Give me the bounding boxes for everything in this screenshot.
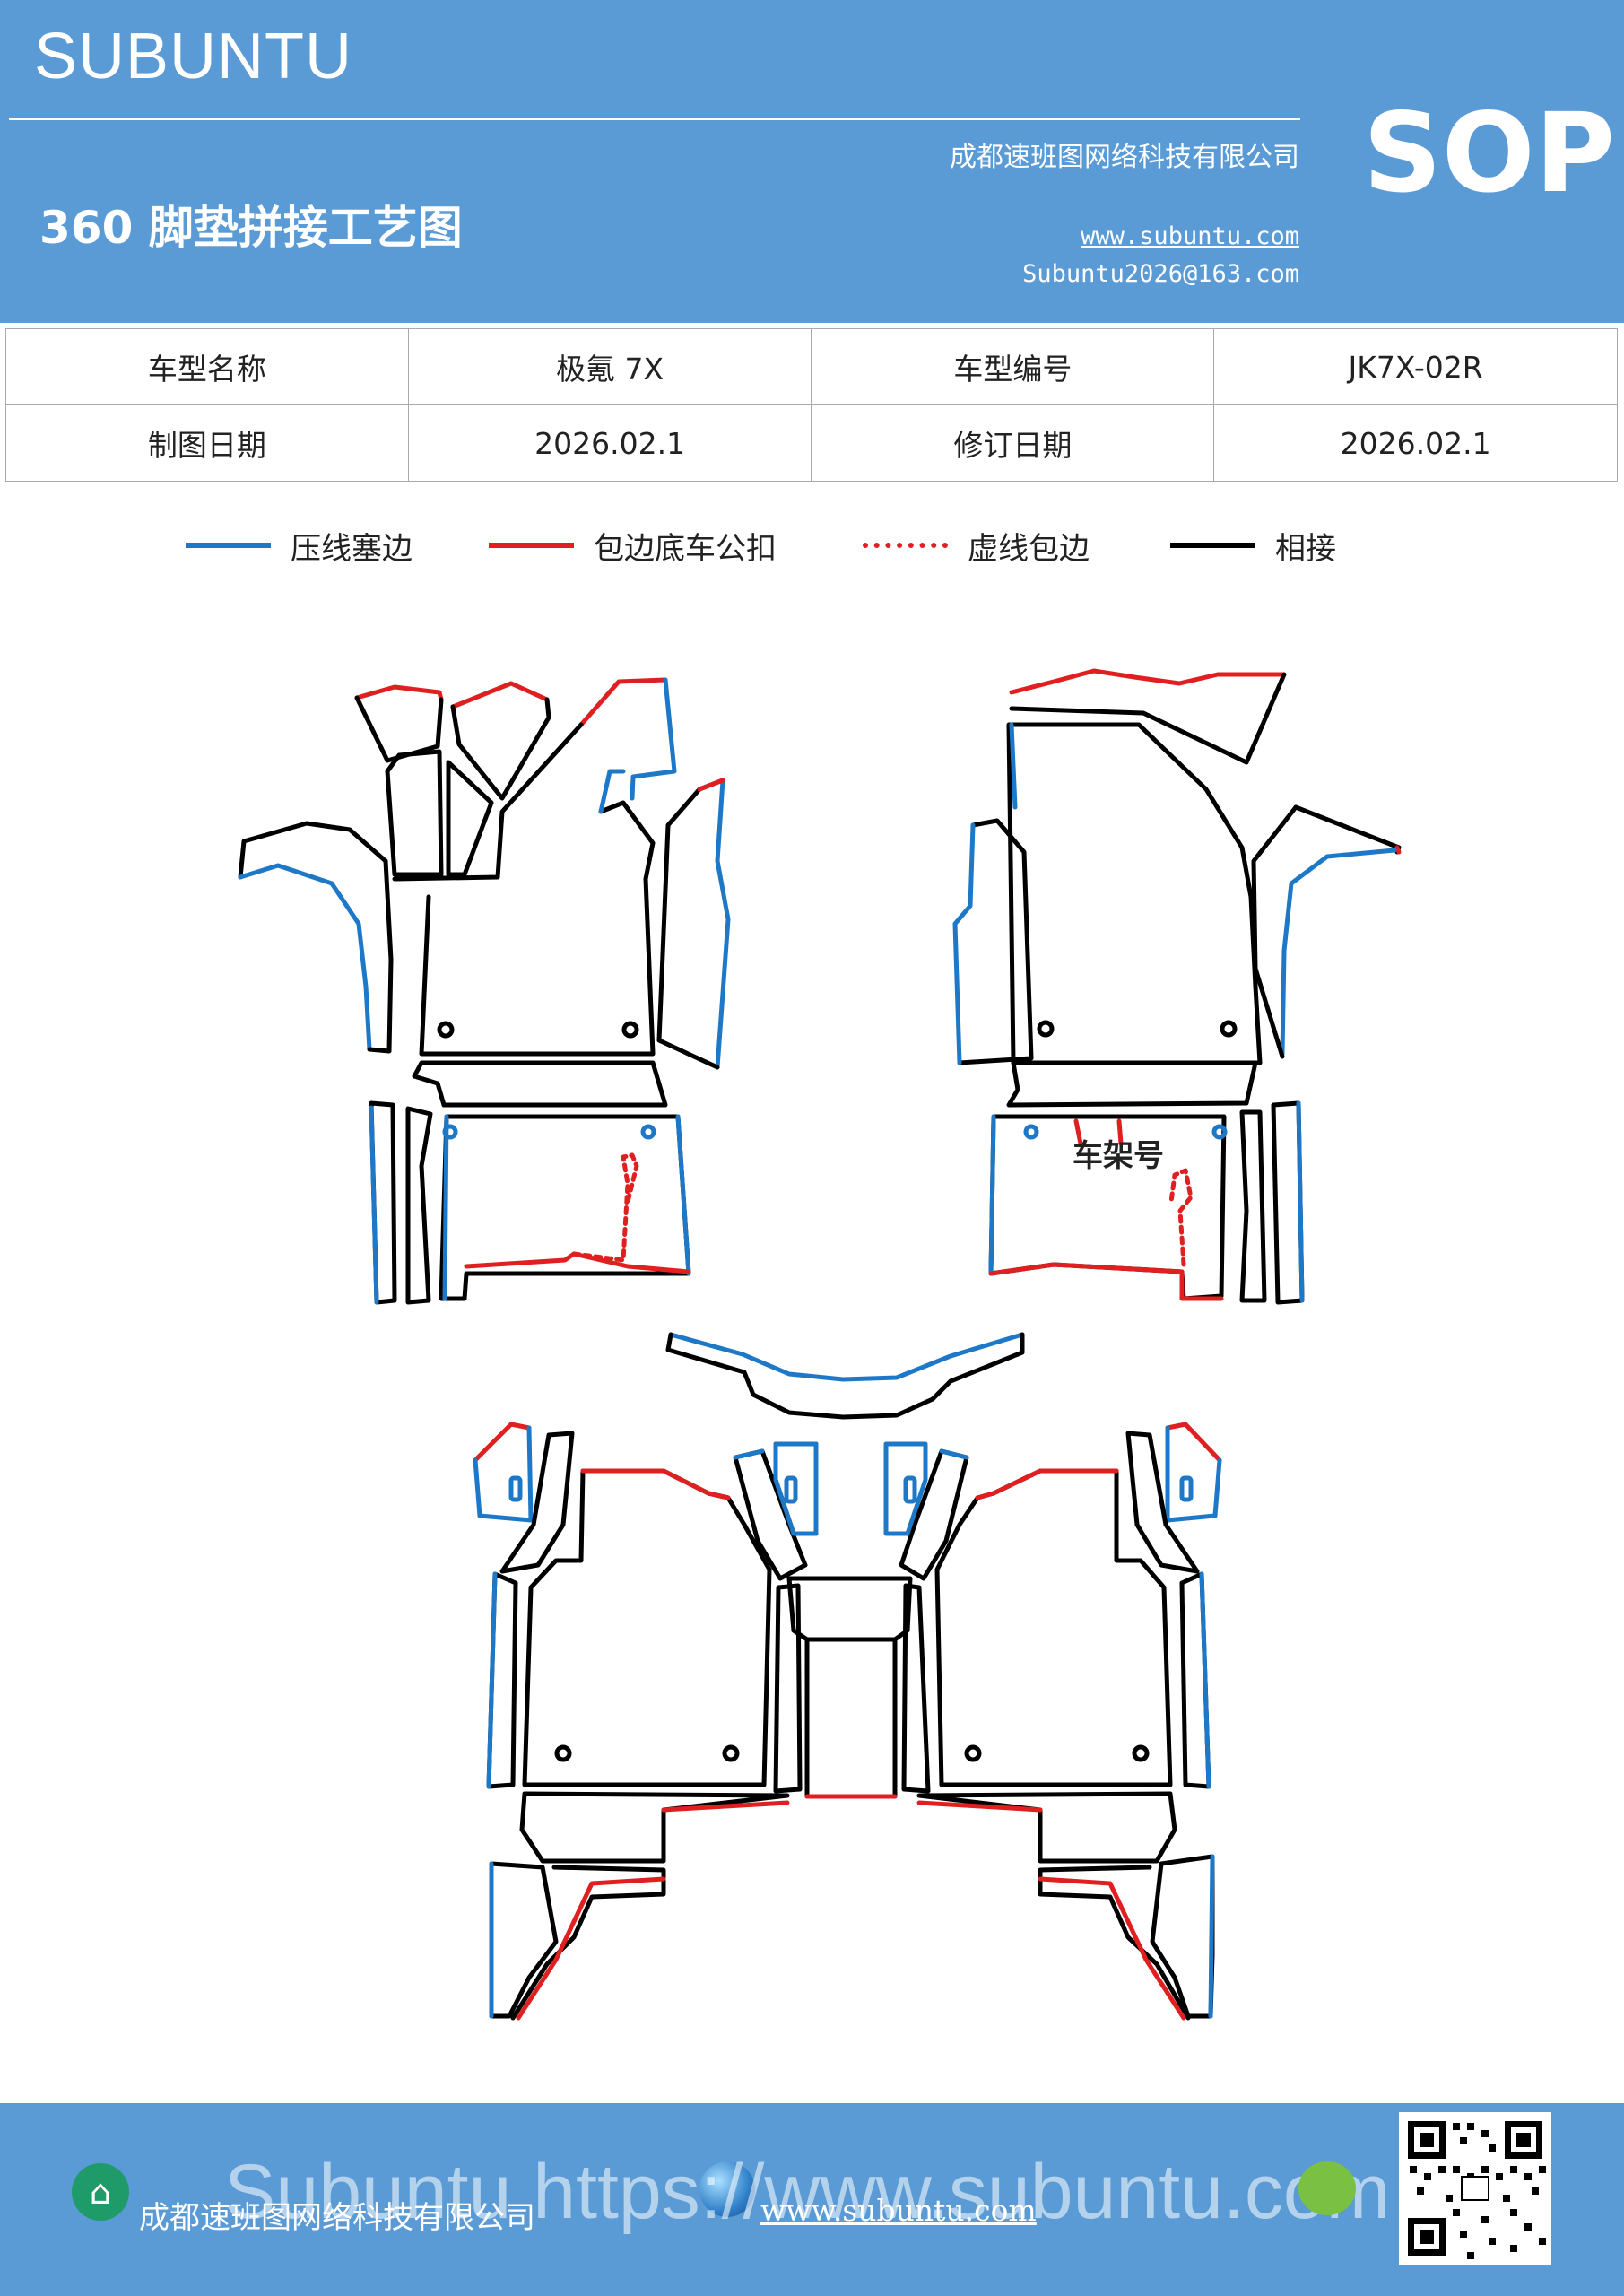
info-table: 车型名称 极氪 7X 车型编号 JK7X-02R 制图日期 2026.02.1 … bbox=[5, 328, 1618, 482]
page-title: 360 脚垫拼接工艺图 bbox=[39, 202, 463, 254]
front-left-mat-group bbox=[238, 677, 731, 1305]
legend-label: 虚线包边 bbox=[968, 530, 1090, 567]
brand-logo: SUBUNTU bbox=[34, 21, 353, 92]
rear-left-mat-group bbox=[473, 1422, 819, 2021]
center-arc-piece bbox=[665, 1332, 1025, 1420]
legend: 压线塞边 包边底车公扣 虚线包边 相接 bbox=[0, 518, 1624, 572]
legend-label: 压线塞边 bbox=[291, 530, 413, 567]
email-link[interactable]: Subuntu2026@163.com bbox=[1022, 260, 1299, 288]
legend-label: 包边底车公扣 bbox=[594, 530, 777, 567]
model-name-label: 车型名称 bbox=[5, 328, 409, 405]
wechat-icon bbox=[1298, 2161, 1356, 2215]
legend-swatch bbox=[186, 543, 271, 548]
legend-item-blue: 压线塞边 bbox=[186, 518, 413, 572]
globe-icon bbox=[699, 2161, 755, 2217]
footer-watermark: Subuntu https://www.subuntu.com bbox=[224, 2149, 1391, 2235]
legend-label: 相接 bbox=[1275, 530, 1336, 567]
home-icon: ⌂ bbox=[72, 2163, 129, 2221]
model-code-label: 车型编号 bbox=[811, 328, 1215, 405]
revise-date-value: 2026.02.1 bbox=[1213, 404, 1618, 482]
page-footer bbox=[0, 2103, 1624, 2296]
header-divider bbox=[9, 118, 1300, 120]
table-row: 制图日期 2026.02.1 修订日期 2026.02.1 bbox=[5, 404, 1618, 482]
legend-swatch bbox=[863, 543, 948, 548]
revise-date-label: 修订日期 bbox=[811, 404, 1215, 482]
mat-diagram: 车架号 bbox=[238, 668, 1402, 2021]
footer-website-link[interactable]: www.subuntu.com bbox=[760, 2193, 1037, 2228]
website-link[interactable]: www.subuntu.com bbox=[1081, 222, 1299, 250]
footer-company: 成都速班图网络科技有限公司 bbox=[139, 2200, 535, 2236]
model-code-value: JK7X-02R bbox=[1213, 328, 1618, 405]
company-name: 成都速班图网络科技有限公司 bbox=[950, 142, 1299, 173]
page-header bbox=[0, 0, 1624, 323]
legend-item-black: 相接 bbox=[1170, 518, 1336, 572]
front-right-mat-group bbox=[952, 668, 1402, 1305]
legend-item-red: 包边底车公扣 bbox=[489, 518, 777, 572]
legend-item-red-dotted: 虚线包边 bbox=[863, 518, 1090, 572]
center-tunnel-piece bbox=[786, 1576, 913, 1799]
frame-number-label: 车架号 bbox=[1073, 1138, 1164, 1174]
legend-swatch bbox=[1170, 543, 1255, 548]
legend-swatch bbox=[489, 543, 574, 548]
draw-date-label: 制图日期 bbox=[5, 404, 409, 482]
draw-date-value: 2026.02.1 bbox=[407, 404, 812, 482]
qr-code bbox=[1399, 2112, 1551, 2265]
model-name-value: 极氪 7X bbox=[407, 328, 812, 405]
sop-badge: SOP bbox=[1363, 90, 1615, 217]
table-row: 车型名称 极氪 7X 车型编号 JK7X-02R bbox=[5, 328, 1618, 405]
rear-right-mat-group bbox=[883, 1422, 1222, 2021]
